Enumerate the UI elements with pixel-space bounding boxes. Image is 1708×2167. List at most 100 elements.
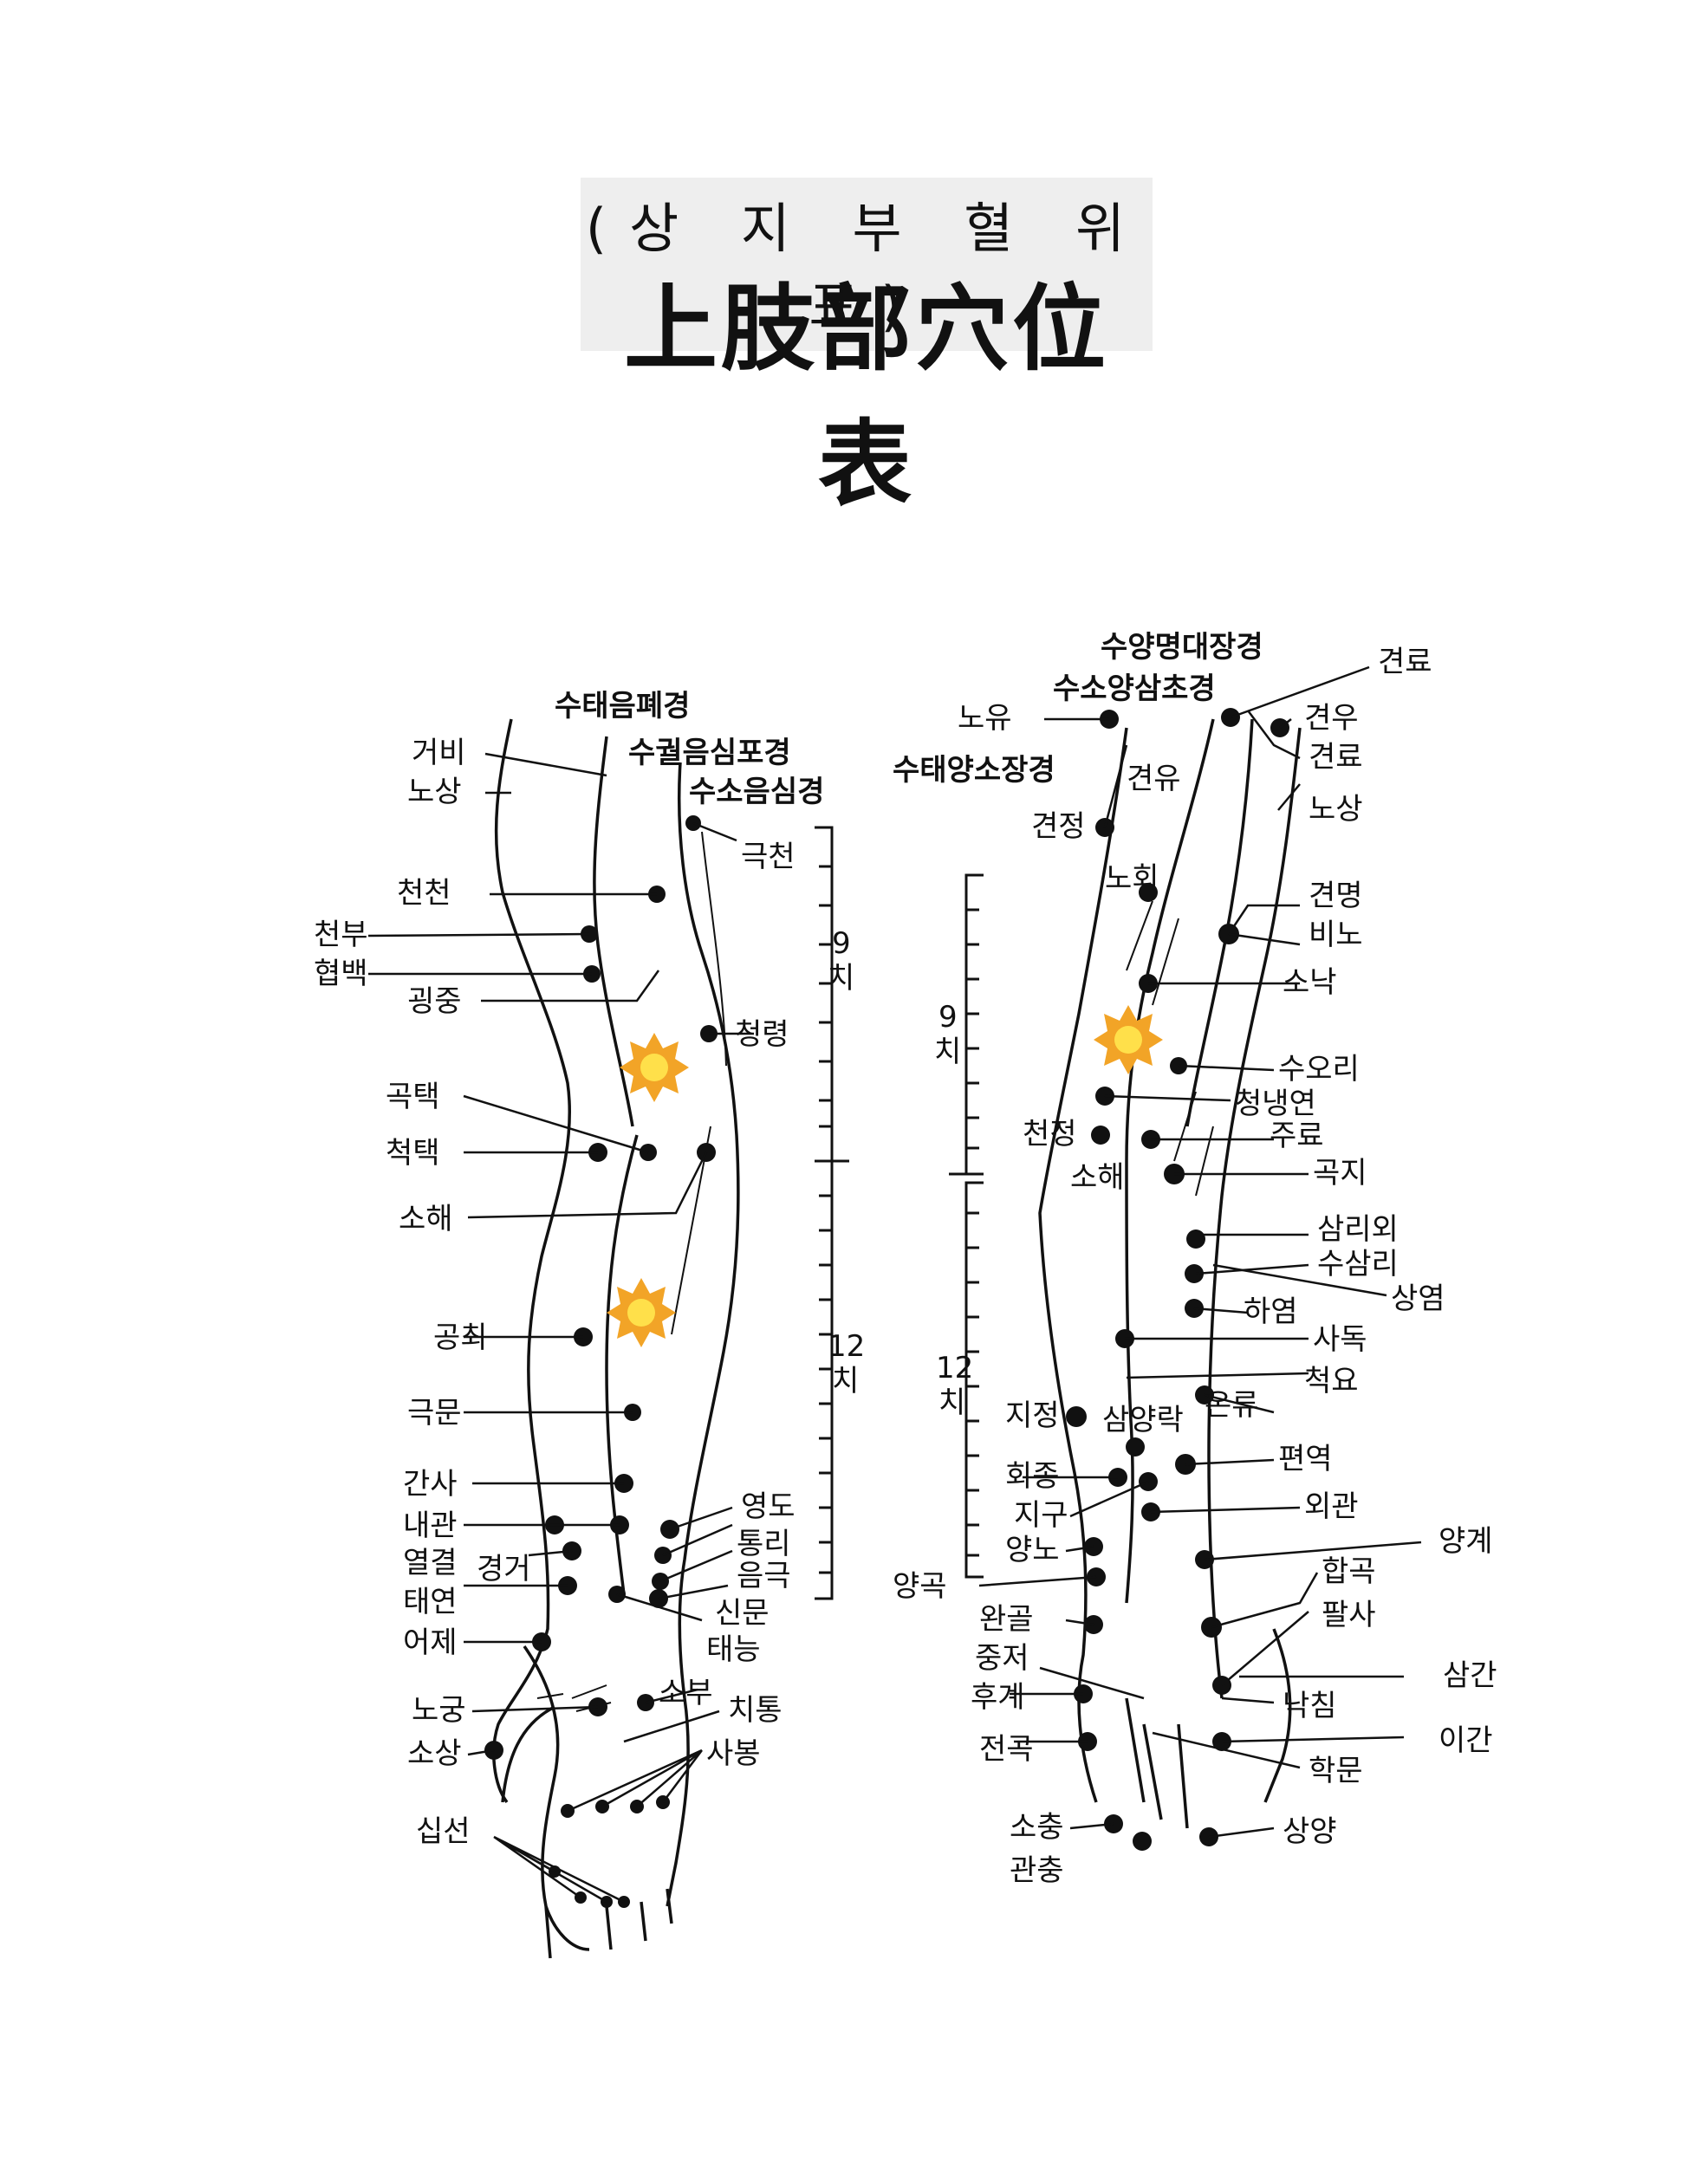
label-susamni: 수삼리	[1317, 1247, 1399, 1281]
label-nakchim: 낙침	[1283, 1689, 1337, 1723]
point-samnioe	[1186, 1229, 1205, 1249]
title-korean: (상 지 부 혈 위 표)	[585, 197, 1148, 338]
label-sosang-left: 소상	[407, 1736, 462, 1771]
meridian-lung: 수태음폐경	[555, 689, 690, 723]
label-chitong: 치통	[728, 1693, 783, 1728]
label-gyeollyo-top: 견료	[1378, 645, 1432, 679]
left-scale-lower-unit: 치	[832, 1364, 859, 1398]
right-muscle-lines	[1126, 900, 1214, 1197]
label-sabong: 사봉	[706, 1736, 761, 1771]
meridian-pericardium: 수궐음심포경	[628, 736, 791, 770]
label-cheogyo: 척요	[1304, 1364, 1359, 1398]
label-geobi: 거비	[412, 736, 466, 770]
label-eoje: 어제	[403, 1625, 458, 1660]
right-hand-outline	[1125, 1628, 1292, 1829]
label-hoejong: 회종	[1005, 1459, 1060, 1494]
label-nohoe: 노회	[1105, 861, 1159, 896]
label-hugye: 후계	[971, 1680, 1025, 1715]
left-points	[484, 815, 718, 1908]
label-juryo: 주료	[1270, 1119, 1324, 1153]
label-suori: 수오리	[1278, 1052, 1360, 1087]
right-scale-lower-unit: 치	[938, 1385, 965, 1420]
label-hyeopbaek: 협백	[314, 957, 368, 991]
label-nogung: 노궁	[412, 1693, 466, 1728]
label-yanggok: 양곡	[893, 1569, 947, 1604]
label-cheoncheon: 천천	[397, 876, 451, 911]
label-taeneung: 태능	[706, 1632, 761, 1667]
left-muscle-lines	[671, 831, 727, 1335]
label-yanggye: 양계	[1438, 1524, 1493, 1559]
meridian-small-intestine: 수태양소장경	[893, 753, 1055, 788]
point-jijeong	[1066, 1406, 1087, 1427]
sun-marker-icon	[1094, 1005, 1163, 1074]
label-cheonbu: 천부	[314, 918, 368, 952]
left-arm-outline-inner	[678, 762, 740, 1699]
label-sinmun: 신문	[715, 1596, 770, 1631]
label-sobu: 소부	[659, 1676, 713, 1710]
sun-marker-icon	[607, 1278, 676, 1347]
title-block: (상 지 부 혈 위 표) 上肢部穴位表	[581, 178, 1153, 519]
label-hayeom: 하염	[1244, 1294, 1298, 1329]
label-cheongnyeongyeon: 청냉연	[1235, 1087, 1316, 1121]
label-sipseon: 십선	[416, 1814, 471, 1849]
label-goktaek: 곡택	[386, 1080, 440, 1114]
label-palsa: 팔사	[1322, 1598, 1376, 1632]
label-sangyang: 상양	[1283, 1814, 1337, 1849]
label-gyeonu: 견우	[1304, 701, 1359, 736]
point-samyangnak	[1126, 1437, 1145, 1457]
left-scale-lower-number: 12	[828, 1329, 865, 1364]
title-hanja: 上肢部穴位表	[623, 275, 1109, 519]
label-gyeonyu: 견유	[1127, 762, 1181, 796]
label-jungjeo: 중저	[975, 1641, 1029, 1676]
right-scale-ticks	[966, 908, 979, 1557]
label-samgan: 삼간	[1443, 1658, 1497, 1693]
label-eumgeuk: 음극	[737, 1559, 791, 1593]
label-noyu: 노유	[958, 701, 1012, 736]
label-gongchoe: 공최	[433, 1320, 488, 1355]
label-gwanchung: 관충	[1010, 1853, 1064, 1888]
label-gokji: 곡지	[1313, 1156, 1367, 1191]
meridian-heart: 수소음심경	[689, 775, 824, 809]
right-scale-upper-unit: 치	[934, 1035, 961, 1069]
label-oegwan: 외관	[1304, 1489, 1359, 1524]
label-samyangnak: 삼양락	[1102, 1403, 1184, 1437]
label-igan: 이간	[1438, 1723, 1493, 1758]
right-leader-lines	[978, 665, 1422, 1839]
left-scale-upper-number: 9	[832, 926, 851, 961]
label-jijeong: 지정	[1005, 1398, 1060, 1433]
label-hapgok: 합곡	[1322, 1554, 1376, 1589]
label-cheongnyeong: 청령	[735, 1017, 789, 1052]
label-sangyeom: 상염	[1391, 1281, 1445, 1316]
meridian-large-intestine: 수양명대장경	[1101, 630, 1263, 665]
left-arm-outline-mid	[593, 736, 634, 1127]
label-sonak: 소낙	[1283, 965, 1337, 1000]
label-naegwan: 내관	[403, 1508, 458, 1543]
right-scale-upper-number: 9	[938, 1000, 958, 1035]
point-susamni	[1185, 1264, 1204, 1283]
label-geungmun: 극문	[407, 1396, 462, 1431]
right-arm-outline-mid	[1125, 718, 1215, 1604]
label-gansa: 간사	[403, 1467, 458, 1502]
label-tongni: 통리	[737, 1527, 791, 1561]
label-yeolgyeol: 열결	[403, 1546, 458, 1580]
point-cheonjeong	[1091, 1126, 1110, 1145]
label-taeyeon: 태연	[403, 1585, 458, 1619]
label-jigu: 지구	[1014, 1498, 1068, 1533]
label-yangno: 양노	[1005, 1533, 1060, 1567]
label-cheoktaek: 척택	[386, 1136, 440, 1171]
label-cheonjeong: 천정	[1023, 1117, 1077, 1152]
right-scale-lower-number: 12	[936, 1351, 973, 1385]
label-yeongdo: 영도	[741, 1489, 796, 1524]
left-scale-bracket	[815, 826, 849, 1600]
right-points	[1066, 708, 1289, 1851]
left-arm-outline-outer	[492, 718, 571, 1804]
left-hand-outline	[501, 1645, 690, 1959]
label-bino: 비노	[1309, 918, 1363, 952]
point-gwanchung	[1133, 1832, 1152, 1851]
label-sadok: 사독	[1313, 1322, 1367, 1357]
label-gyeollyo: 견료	[1309, 740, 1363, 775]
left-scale-ticks	[819, 865, 832, 1574]
label-gyeonggeo: 경거	[477, 1552, 531, 1586]
meridian-triple-burner: 수소양삼초경	[1053, 672, 1216, 706]
